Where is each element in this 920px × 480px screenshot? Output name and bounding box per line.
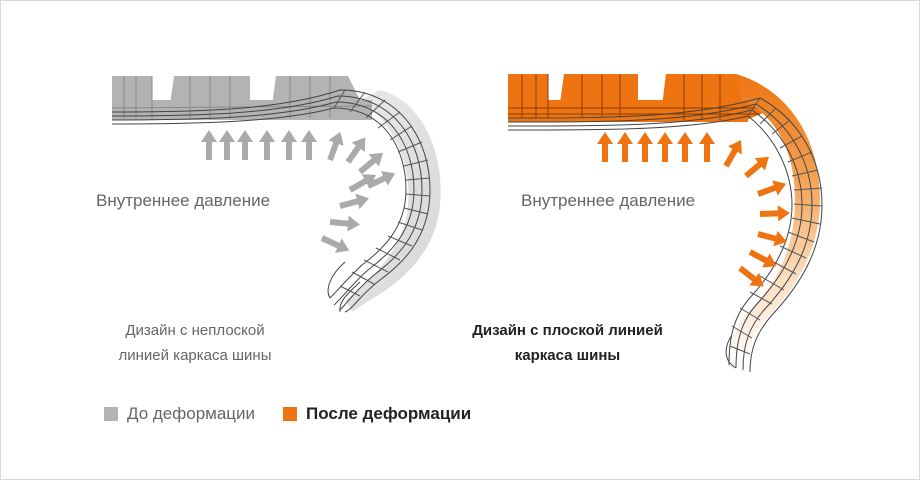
arrow xyxy=(348,174,376,193)
tire-diagram-non-flat xyxy=(111,76,441,313)
arrow xyxy=(327,131,344,162)
arrow xyxy=(738,265,764,287)
arrow xyxy=(219,130,235,160)
pressure-arrows-orange xyxy=(597,132,790,287)
arrow xyxy=(301,130,317,160)
arrow xyxy=(201,130,217,160)
arrow xyxy=(759,205,790,222)
arrow xyxy=(329,215,360,232)
legend-after-label: После деформации xyxy=(306,404,472,423)
legend-after: После деформации xyxy=(283,404,471,424)
tire-diagram-flat xyxy=(507,74,823,373)
arrow xyxy=(756,180,787,197)
arrow xyxy=(358,152,383,175)
arrow xyxy=(259,130,275,160)
arrow xyxy=(748,249,777,268)
legend-before-label: До деформации xyxy=(127,404,256,423)
legend-before: До деформации xyxy=(104,404,255,424)
arrow xyxy=(339,193,369,210)
arrow xyxy=(345,137,366,164)
caption-flat-line2: каркаса шины xyxy=(514,347,621,364)
pressure-label-left: Внутреннее давление xyxy=(96,191,271,210)
arrow xyxy=(723,140,742,168)
arrow xyxy=(366,171,396,189)
arrow xyxy=(677,132,693,162)
arrow xyxy=(237,130,253,160)
carcass-mesh-flat xyxy=(507,97,823,373)
arrow xyxy=(617,132,633,162)
carcass-mesh xyxy=(111,89,431,313)
arrow xyxy=(597,132,613,162)
tire-deformed-shadow xyxy=(346,90,441,312)
caption-non-flat: Дизайн с неплоской линией каркаса шины xyxy=(90,318,300,368)
arrow xyxy=(699,132,715,162)
arrow xyxy=(281,130,297,160)
caption-non-flat-line1: Дизайн с неплоской xyxy=(125,322,265,339)
arrow xyxy=(744,156,769,179)
arrow xyxy=(657,132,673,162)
legend-after-swatch xyxy=(283,407,297,421)
arrow xyxy=(320,235,350,253)
legend-before-swatch xyxy=(104,407,118,421)
pressure-arrows xyxy=(201,130,396,253)
caption-non-flat-line2: линией каркаса шины xyxy=(118,347,272,364)
caption-flat-line1: Дизайн с плоской линией xyxy=(472,322,663,339)
arrow xyxy=(757,230,787,247)
caption-flat: Дизайн с плоской линией каркаса шины xyxy=(455,318,680,368)
pressure-label-right: Внутреннее давление xyxy=(521,191,696,210)
arrow xyxy=(637,132,653,162)
